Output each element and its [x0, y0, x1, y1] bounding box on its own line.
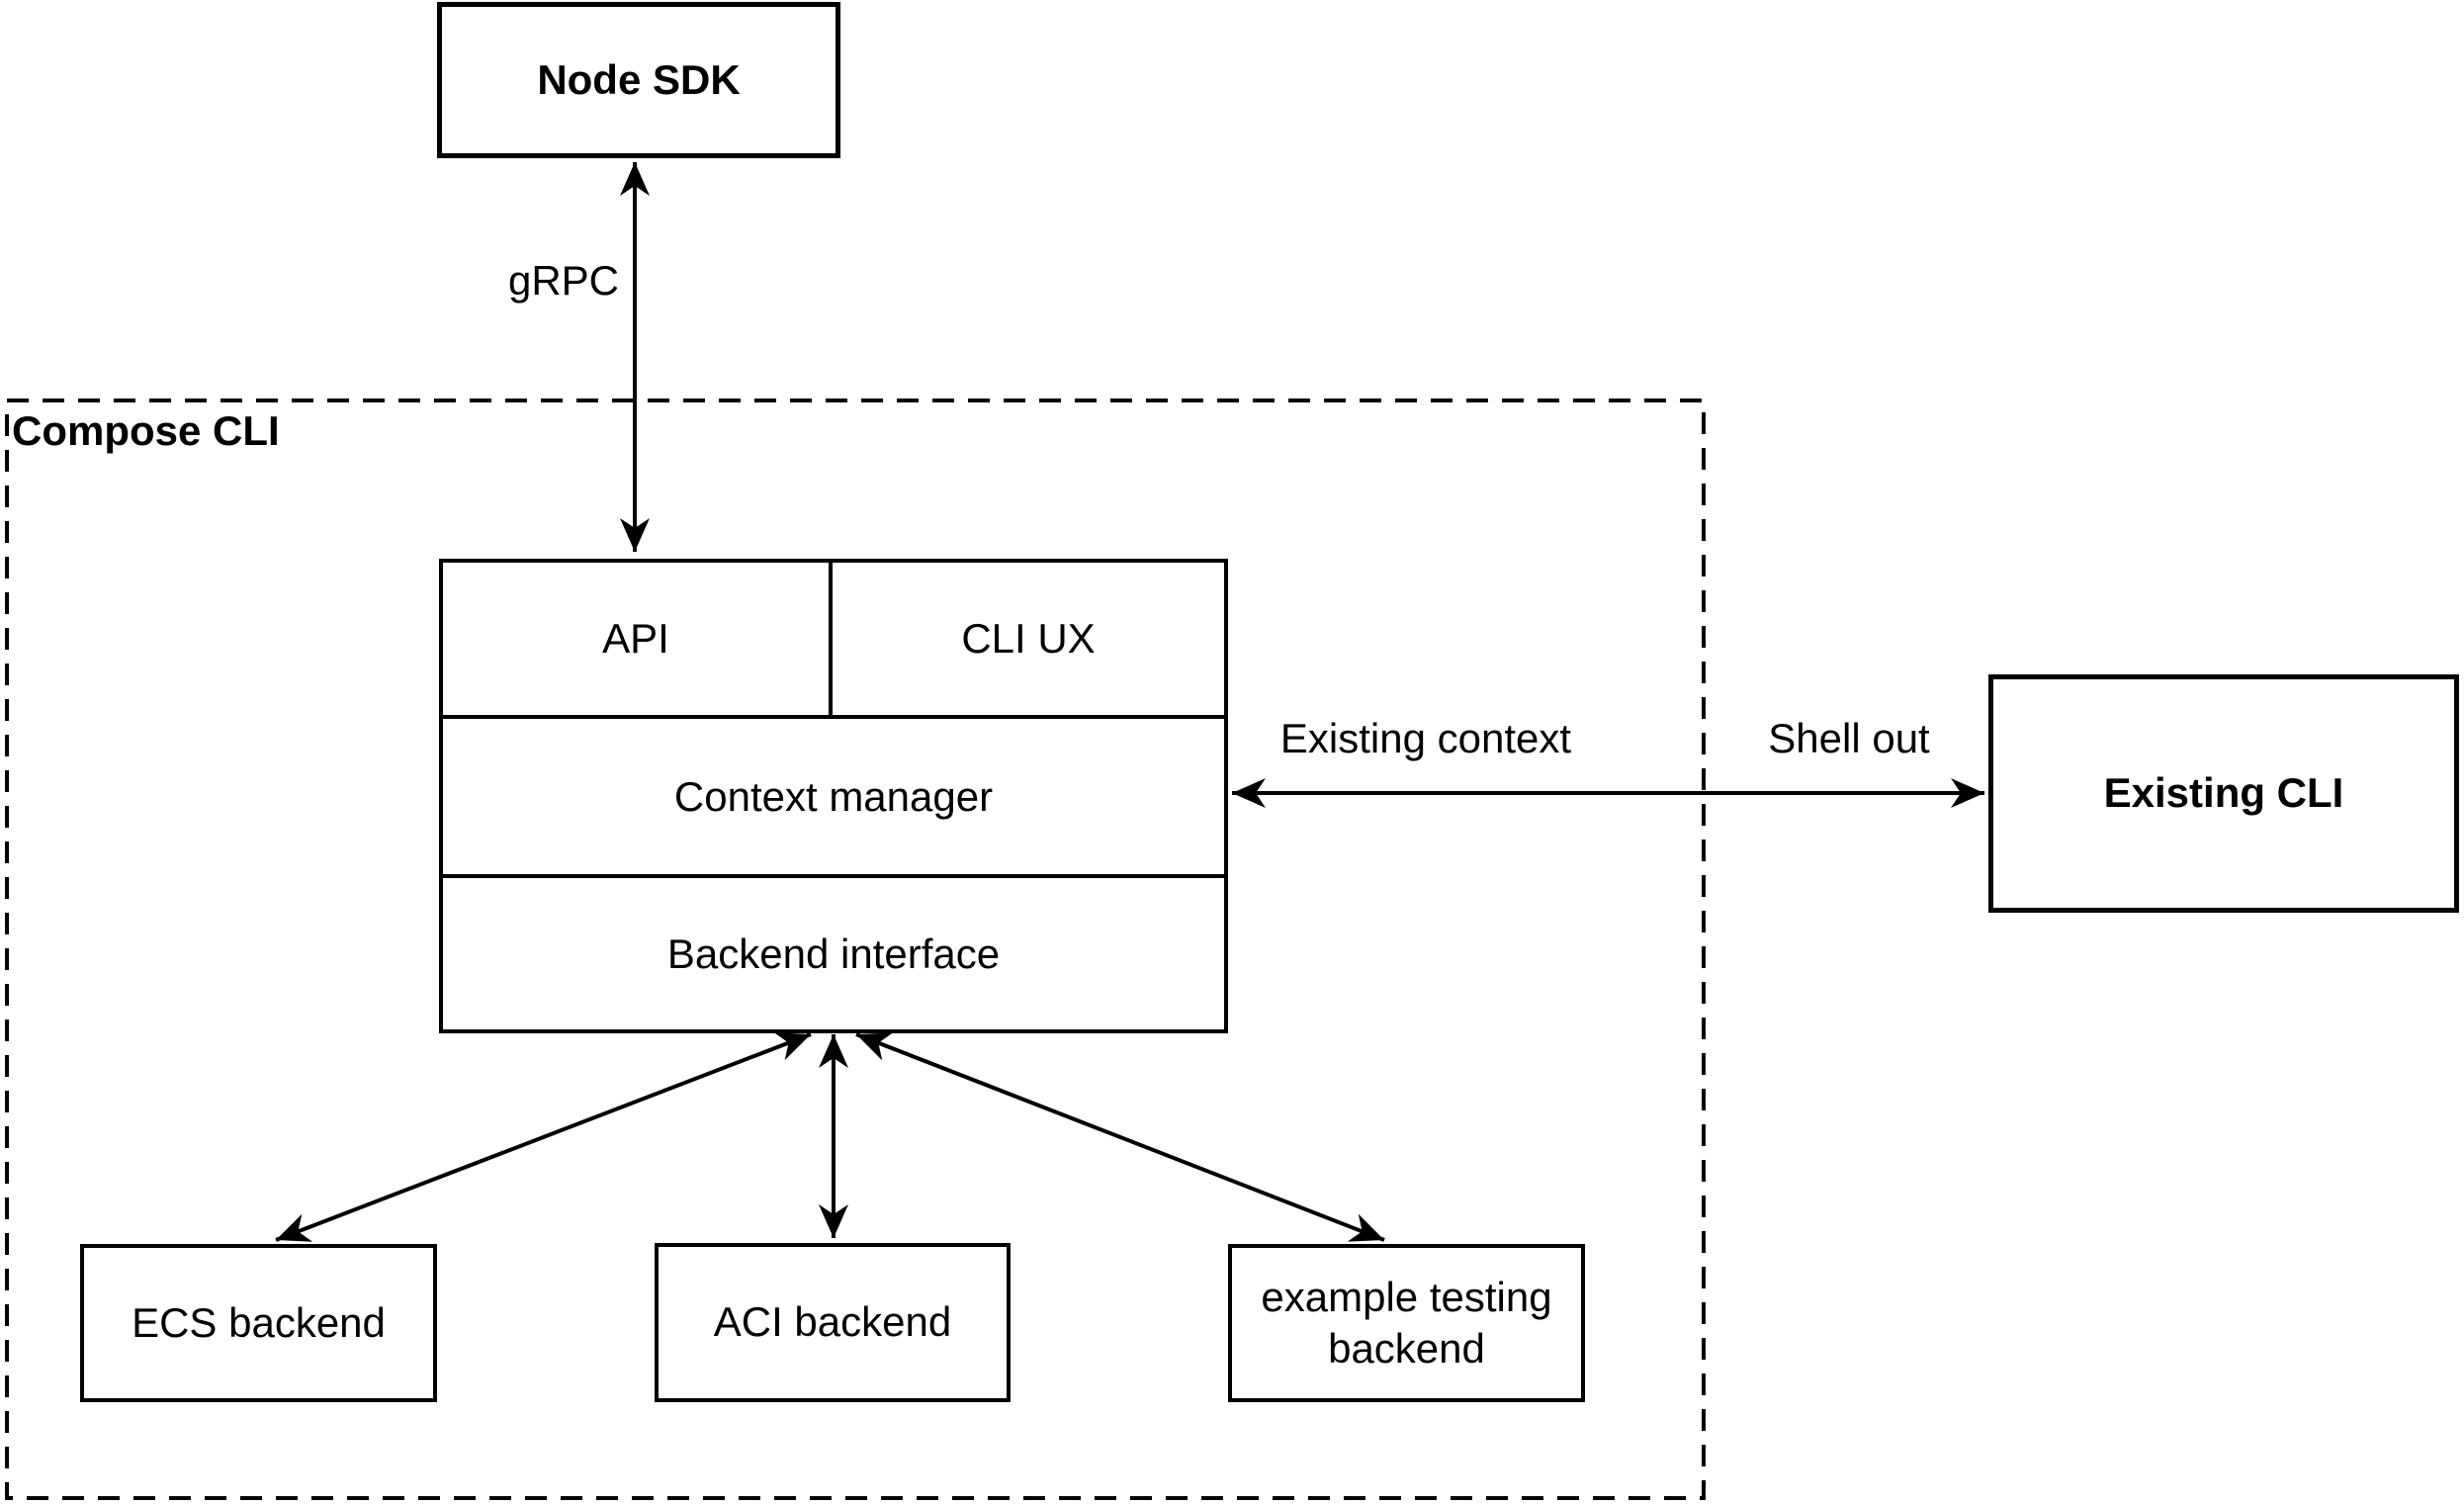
compose-cli-core-box: API CLI UX Context manager Backend inter…	[439, 559, 1228, 1033]
backend-interface-label: Backend interface	[666, 930, 1001, 977]
ecs-backend-label: ECS backend	[132, 1298, 386, 1346]
api-label: API	[602, 615, 669, 662]
compose-cli-group-label: Compose CLI	[12, 407, 280, 454]
aci-backend-label: ACI backend	[713, 1298, 952, 1346]
cli-ux-cell: CLI UX	[833, 563, 1224, 715]
existing-cli-label: Existing CLI	[2103, 769, 2344, 817]
aci-backend-box: ACI backend	[655, 1243, 1011, 1402]
node-sdk-label: Node SDK	[537, 55, 741, 103]
example-testing-backend-label: example testing backend	[1261, 1273, 1552, 1373]
context-manager-label: Context manager	[673, 772, 994, 820]
cli-ux-label: CLI UX	[961, 615, 1096, 662]
ecs-backend-box: ECS backend	[80, 1244, 437, 1402]
backend-example-arrow	[855, 1032, 1385, 1242]
shell-out-edge-label: Shell out	[1768, 715, 1930, 761]
backend-ecs-arrow	[275, 1032, 812, 1242]
context-manager-row: Context manager	[443, 715, 1224, 874]
existing-cli-box: Existing CLI	[1988, 674, 2459, 913]
grpc-edge-label: gRPC	[507, 257, 620, 304]
api-cliux-row: API CLI UX	[443, 563, 1224, 715]
node-sdk-box: Node SDK	[437, 2, 840, 158]
example-testing-backend-box: example testing backend	[1228, 1244, 1585, 1402]
api-cell: API	[443, 563, 833, 715]
backend-interface-row: Backend interface	[443, 874, 1224, 1029]
existing-context-edge-label: Existing context	[1279, 715, 1572, 761]
